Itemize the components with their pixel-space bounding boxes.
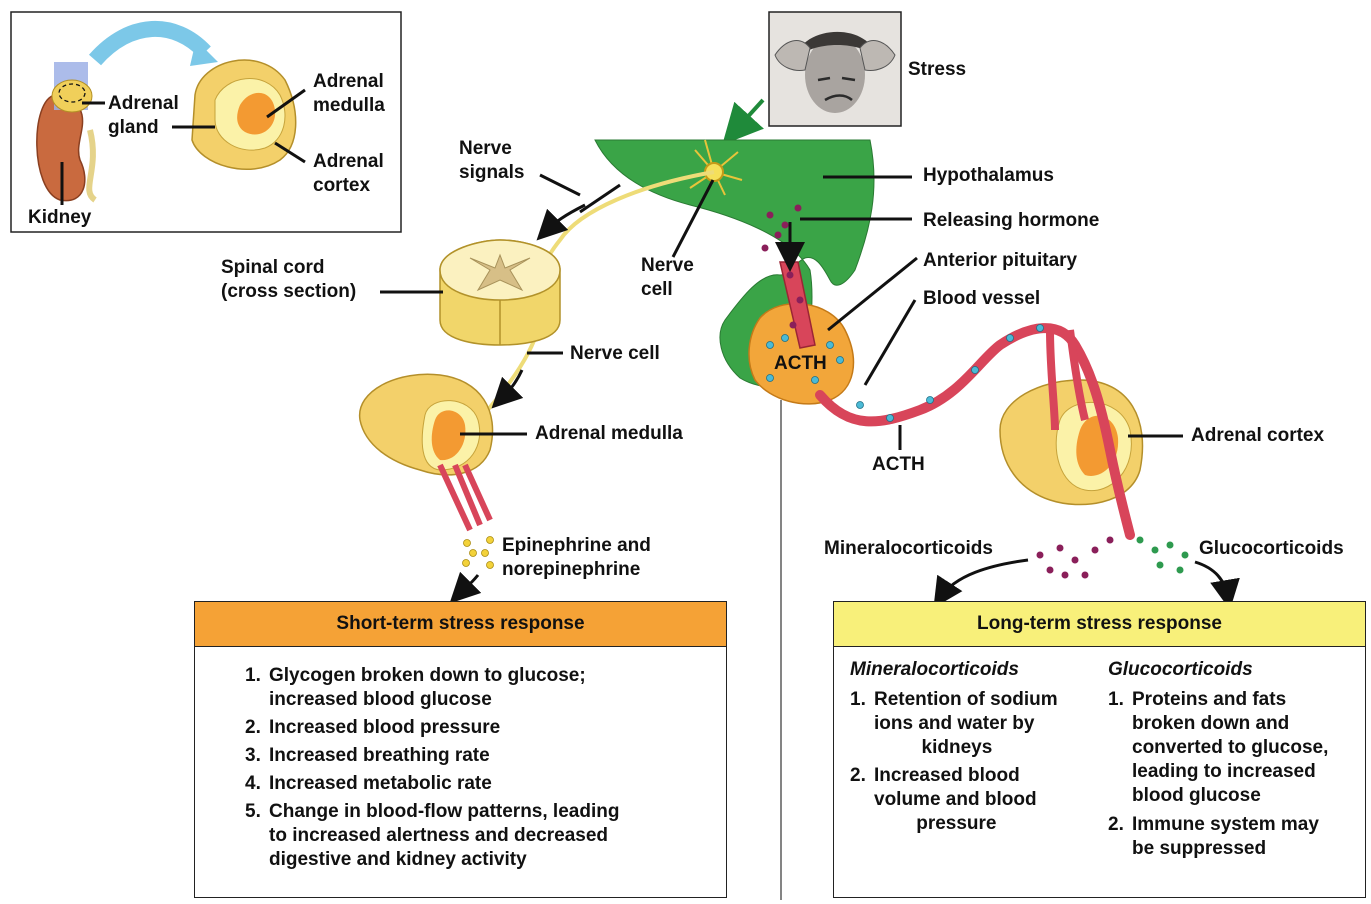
stress-photo-person-icon	[768, 11, 902, 127]
inset-kidney-label: Kidney	[28, 207, 92, 228]
adrenal-medulla-gland-icon	[359, 373, 494, 532]
adrenal-cortex-label: Adrenal cortex	[1191, 425, 1325, 446]
inset-enlarge-arrow	[88, 21, 211, 66]
stress-label: Stress	[908, 59, 967, 80]
releasing-hormone-dots	[761, 204, 804, 329]
long-term-response-box: Long-term stress response Mineralocortic…	[833, 601, 1366, 898]
leader-lines	[380, 173, 1183, 450]
hypothalamus-label: Hypothalamus	[923, 165, 1054, 186]
nerve-cell-top-label: Nerve cell	[641, 255, 694, 300]
mineralocorticoid-dots	[1036, 536, 1114, 579]
inset-leader-lines	[60, 88, 306, 205]
nerve-signals-label: Nerve signals	[459, 138, 525, 183]
short-term-title: Short-term stress response	[195, 602, 726, 647]
acth-pituitary-label: ACTH	[774, 353, 827, 374]
releasing-hormone-label: Releasing hormone	[923, 210, 1100, 231]
acth-dots	[766, 324, 1044, 422]
inset-adrenal-cortex-label: Adrenal cortex	[313, 151, 384, 196]
acth-vessel-label: ACTH	[872, 454, 925, 475]
nerve-cell-icon	[689, 139, 743, 196]
flow-arrows	[449, 203, 1240, 610]
short-term-response-box: Short-term stress response 1. Glycogen b…	[194, 601, 727, 898]
adrenal-cross-section-icon	[191, 59, 297, 170]
epinephrine-label: Epinephrine and norepinephrine	[502, 535, 651, 580]
glucocorticoid-dots	[1136, 536, 1189, 574]
spinal-cord-icon	[439, 239, 561, 346]
blood-vessel-label: Blood vessel	[923, 288, 1041, 309]
nerve-cell-label: Nerve cell	[570, 343, 660, 364]
epinephrine-dots	[462, 536, 494, 569]
mineralocorticoids-heading: Mineralocorticoids	[850, 659, 1019, 680]
inset-adrenal-gland-label: Adrenal gland	[108, 93, 179, 138]
glucocorticoids-label: Glucocorticoids	[1199, 538, 1344, 559]
anterior-pituitary-label: Anterior pituitary	[923, 250, 1078, 271]
adrenal-medulla-label: Adrenal medulla	[535, 423, 683, 444]
glucocorticoids-heading: Glucocorticoids	[1108, 659, 1253, 680]
spinal-cord-label: Spinal cord (cross section)	[221, 257, 357, 302]
stress-arrow	[722, 98, 765, 145]
mineralocorticoids-label: Mineralocorticoids	[824, 538, 993, 559]
inset-adrenal-medulla-label: Adrenal medulla	[313, 71, 385, 116]
long-term-title: Long-term stress response	[834, 602, 1365, 647]
